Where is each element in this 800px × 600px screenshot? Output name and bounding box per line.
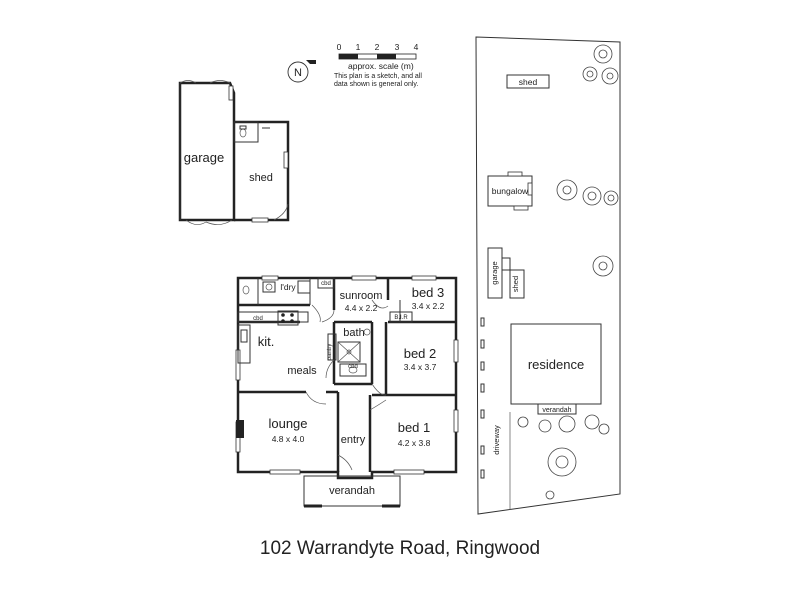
kitchen-label: kit.: [258, 334, 275, 349]
tree-icon: [556, 179, 578, 201]
outbuilding-garage-label: garage: [184, 150, 224, 165]
sunroom-label: sunroom: [340, 290, 383, 302]
compass-letter: N: [294, 67, 302, 79]
bed-1-label: bed 1: [398, 420, 431, 435]
property-address: 102 Warrandyte Road, Ringwood: [259, 538, 541, 559]
tree-icon: [593, 44, 613, 64]
scale-tick-4: 4: [414, 42, 419, 52]
tree-icon: [592, 255, 614, 277]
driveway-label: driveway: [492, 425, 501, 455]
scale-tick-0: 0: [337, 42, 342, 52]
tree-icon: [601, 67, 619, 85]
site-verandah-label: verandah: [542, 407, 571, 414]
cbd-label-1: cbd: [321, 281, 331, 287]
entry-label: entry: [341, 434, 366, 446]
bed-2-dims: 3.4 x 3.7: [404, 362, 437, 372]
tree-icon: [582, 186, 602, 206]
tree-icon: [582, 66, 598, 82]
north-compass-icon: N: [287, 60, 316, 83]
tree-icon: [598, 423, 610, 435]
bed-2-label: bed 2: [404, 346, 437, 361]
scale-tick-1: 1: [356, 42, 361, 52]
outbuilding-garage-shed: garage shed: [178, 80, 290, 225]
tree-icon: [538, 419, 552, 433]
bath-label: bath: [343, 327, 364, 339]
scale-tick-3: 3: [395, 42, 400, 52]
lounge-label: lounge: [268, 416, 307, 431]
meals-label: meals: [287, 365, 317, 377]
bir-label: B.I.R: [394, 315, 408, 321]
tree-icon: [558, 415, 576, 433]
cbd-label-3: cbd: [348, 364, 358, 370]
site-plan: shed bungalow garage shed residence vera…: [475, 36, 621, 515]
bed-3-dims: 3.4 x 2.2: [412, 301, 445, 311]
tree-icon: [584, 414, 600, 430]
scale-bar: 0 1 2 3 4 approx. scale (m) This plan is…: [334, 42, 422, 88]
scale-note-line-1: This plan is a sketch, and all: [334, 73, 422, 80]
cbd-label-2: cbd: [253, 316, 263, 322]
verandah-label: verandah: [329, 485, 375, 497]
main-house-plan: l'dry cbd cbd kit. meals sunroom 4.4 x 2…: [235, 275, 459, 508]
fence-posts: [480, 317, 485, 479]
site-shed-2-label: shed: [511, 276, 520, 292]
site-shed-label: shed: [519, 77, 538, 87]
tree-icon: [517, 416, 529, 428]
outbuilding-shed-label: shed: [249, 172, 273, 184]
scale-tick-2: 2: [375, 42, 380, 52]
tree-icon: [603, 190, 619, 206]
scale-note-line-2: data shown is general only.: [334, 81, 418, 88]
residence-label: residence: [528, 357, 584, 372]
scale-label: approx. scale (m): [348, 61, 414, 71]
tree-icons: [517, 44, 619, 500]
pantry-label: pantry: [327, 344, 333, 361]
tree-icon: [545, 490, 555, 500]
site-garage-label: garage: [490, 261, 499, 284]
bed-3-label: bed 3: [412, 285, 445, 300]
sunroom-dims: 4.4 x 2.2: [345, 303, 378, 313]
lounge-dims: 4.8 x 4.0: [272, 434, 305, 444]
bungalow-label: bungalow: [492, 186, 529, 196]
bed-1-dims: 4.2 x 3.8: [398, 438, 431, 448]
laundry-label: l'dry: [280, 282, 296, 292]
tree-icon: [547, 447, 577, 477]
